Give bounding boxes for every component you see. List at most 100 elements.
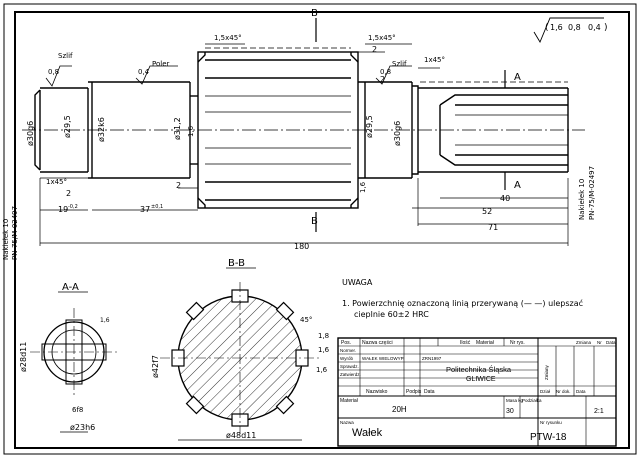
chamfer-right-end: 1x45° xyxy=(424,56,445,64)
section-mark-b-top: B xyxy=(311,8,318,19)
dia-32k6: ø32k6 xyxy=(97,117,106,142)
shaft-main-view xyxy=(22,47,585,209)
left-journal-outline xyxy=(34,89,41,171)
section-a-a-title: A-A xyxy=(62,282,79,293)
dim-19: 19 xyxy=(58,205,68,214)
section-a-a-small: 1,6 xyxy=(100,317,110,324)
roughness-option-1: 0,8 xyxy=(568,23,581,32)
roughness-right-journal: 0,8 xyxy=(380,68,391,76)
tb-city: GLIWICE xyxy=(466,376,496,383)
section-b-b-angle: 45° xyxy=(300,316,312,324)
dim-1-6-a: 1,6 xyxy=(187,125,195,137)
dim-40: 40 xyxy=(500,194,510,203)
roughness-general: 1,6 xyxy=(550,23,563,32)
section-b-b-outer: ø42f7 xyxy=(151,355,160,378)
tb-right-date: Data xyxy=(576,389,586,394)
chamfer-left-end: 1x45° xyxy=(46,178,67,186)
dia-29-5-left: ø29,5 xyxy=(63,115,72,138)
centre-hole-left: Nakiełek 10 xyxy=(2,219,10,260)
tb-header-qty: Ilość xyxy=(460,340,471,346)
dim-2-b: 2 xyxy=(176,181,181,190)
tb-header-name: Nazwa części xyxy=(362,340,393,346)
tb-part-name: Wałek xyxy=(352,427,383,439)
section-b-b-title: B-B xyxy=(228,258,245,269)
tb-header-material: Materiał xyxy=(476,340,495,346)
tb-row-1-doc: ZRN1997 xyxy=(422,356,442,361)
dim-71: 71 xyxy=(488,223,498,232)
section-b-b-ra: 1,6 xyxy=(316,366,328,374)
chamfer-splines-left: 1,5x45° xyxy=(214,34,242,42)
note-szlif-left: Szlif xyxy=(58,52,73,60)
section-a-a-width: 6f8 xyxy=(72,406,83,414)
dia-30g6-right: ø30g6 xyxy=(393,121,402,146)
centre-hole-left-std: PN-75/M-02497 xyxy=(11,206,19,260)
dim-180: 180 xyxy=(294,242,309,251)
spline-body xyxy=(197,51,359,209)
tb-header-pos: Pos. xyxy=(341,340,351,346)
roughness-option-2: 0,4 xyxy=(588,23,601,32)
tb-row-1-name: WAŁEK WIELOWYP. xyxy=(362,356,404,361)
tb-row-label-0: Normer. xyxy=(340,348,356,353)
dim-37-tol: ±0,1 xyxy=(151,204,163,210)
dim-19-tol: -0,2 xyxy=(68,204,78,210)
section-cut-marks xyxy=(315,18,506,232)
section-b-b-spline-width: 1,8 xyxy=(318,332,329,340)
tb-school: Politechnika Śląska xyxy=(446,365,512,374)
section-b-b: B-B ø48d11 ø42f7 45° 1,8 1,6 1,6 xyxy=(151,258,330,441)
tb-right-nr: Nr xyxy=(597,340,602,345)
tb-row-label-3: Zatwierdz. xyxy=(340,372,361,377)
tb-drawing-no: PTW-18 xyxy=(530,432,567,443)
section-mark-a-bottom: A xyxy=(514,180,521,191)
dim-1-6-b: 1,6 xyxy=(359,181,367,193)
tb-approval: Zmiany xyxy=(544,364,549,380)
dim-2-d: 2 xyxy=(380,75,385,84)
tb-material-label: Materiał xyxy=(340,398,359,404)
tb-sign-signature: Podpis xyxy=(406,389,422,395)
tb-row-label-1: Wyrób xyxy=(340,356,353,361)
section-mark-a-top: A xyxy=(514,72,521,83)
tb-scale-label: Podziałka xyxy=(522,398,542,403)
tb-mass-value: 30 xyxy=(506,408,514,415)
roughness-left-journal: 0,4 xyxy=(138,68,150,76)
sheet-border xyxy=(3,3,637,455)
section-b-b-bottom: ø48d11 xyxy=(226,431,256,440)
dia-30g6-left: ø30g6 xyxy=(26,121,35,146)
tb-name-label: Nazwa xyxy=(340,420,354,425)
section-a-a-major: ø28d11 xyxy=(19,342,28,372)
section-a-a: A-A ø23h6 6f8 1,6 ø28d11 xyxy=(19,282,120,433)
tb-sign-surname: Nazwisko xyxy=(366,389,388,395)
roughness-close-bracket: ) xyxy=(604,23,608,33)
title-block xyxy=(337,337,617,447)
dim-52: 52 xyxy=(482,207,492,216)
tb-right-docno: Nr dok. xyxy=(556,389,571,394)
remark-heading: UWAGA xyxy=(342,278,373,287)
tb-right-dept: Dział xyxy=(540,389,550,394)
dimension-lines xyxy=(39,43,569,246)
tb-right-date2: Data xyxy=(606,340,616,345)
dia-29-5-right: ø29,5 xyxy=(365,115,374,138)
remark-line-1: 1. Powierzchnię oznaczoną linią przerywa… xyxy=(342,298,583,308)
tb-mass-label: Masa kg xyxy=(506,398,524,403)
remark-line-2: cieplnie 60±2 HRC xyxy=(354,310,429,319)
note-poler: Poler xyxy=(152,60,170,68)
tb-material-value: 20H xyxy=(392,405,407,414)
tb-scale-value: 2:1 xyxy=(594,408,604,415)
roughness-symbols xyxy=(45,65,412,87)
dim-2-c: 2 xyxy=(372,45,377,54)
dim-2-a: 2 xyxy=(66,189,71,198)
dia-31-2: ø31,2 xyxy=(173,117,182,140)
general-roughness: 1,6 ( 0,8 0,4 ) xyxy=(533,17,608,43)
roughness-end-left: 0,8 xyxy=(48,68,59,76)
tb-sign-date: Data xyxy=(424,389,435,395)
tb-doc-label: Nr rysunku xyxy=(540,420,562,425)
tb-right-change: Zmiana xyxy=(576,340,592,345)
centre-hole-right-std: PN-75/M-02497 xyxy=(588,166,596,220)
tb-row-label-2: Sprawdz. xyxy=(340,364,359,369)
section-b-b-tolerance: 1,6 xyxy=(318,346,330,354)
section-mark-b-bottom: B xyxy=(311,216,318,227)
dim-37: 37 xyxy=(140,205,150,214)
section-a-a-minor: ø23h6 xyxy=(70,423,95,432)
centre-hole-right: Nakiełek 10 xyxy=(578,179,586,220)
tb-header-drawing: Nr rys. xyxy=(510,340,525,346)
